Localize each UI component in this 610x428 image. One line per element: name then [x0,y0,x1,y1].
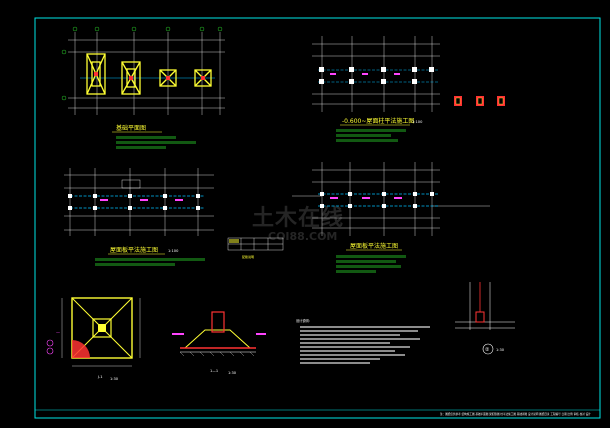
title-block-text: 注：图纸仅供参考 结构施工图 基础平面图 梁配筋图 柱平法施工图 基础详图 设计… [440,412,591,416]
section-1-1-title: 1—1 [210,369,218,373]
footing-detail-scale: 1:30 [110,377,119,381]
rebar-table: 配筋说明 [227,237,284,259]
general-notes: 设计说明： [296,318,430,364]
roof-beam-plan-right: 屋面板平法施工图 [292,162,490,273]
general-notes-title: 设计说明： [296,318,312,323]
column-plan: -0.600~屋面柱平法施工图 1:100 [312,36,505,142]
roof-beam-plan-left-title: 屋面板平法施工图 [110,246,158,254]
watermark-subtext: COI88.COM [268,230,337,243]
rebar-table-title: 配筋说明 [242,254,254,259]
sheet-border [34,17,601,419]
column-plan-scale: 1:100 [412,120,423,124]
watermark: 土木在线 COI88.COM [252,205,343,243]
footing-detail-title: J-1 [97,375,103,379]
footing-detail: — J-1 1:30 [46,297,141,381]
roof-beam-plan-left-scale: 1:100 [168,249,179,253]
foundation-plan: 基础平面图 [61,26,225,149]
column-plan-title: -0.600~屋面柱平法施工图 [342,117,414,125]
detail-2-scale: 1:30 [496,348,505,352]
section-1-1-scale: 1:30 [228,371,237,375]
foundation-plan-title: 基础平面图 [116,124,146,132]
detail-2-title: ② [485,347,490,353]
roof-beam-plan-right-title: 屋面板平法施工图 [350,242,398,250]
footing-callout: — [56,330,60,335]
roof-beam-plan-left: 屋面板平法施工图 1:100 [64,168,214,266]
detail-2: ② 1:30 [455,282,515,355]
section-1-1: 1—1 1:30 [172,311,266,375]
